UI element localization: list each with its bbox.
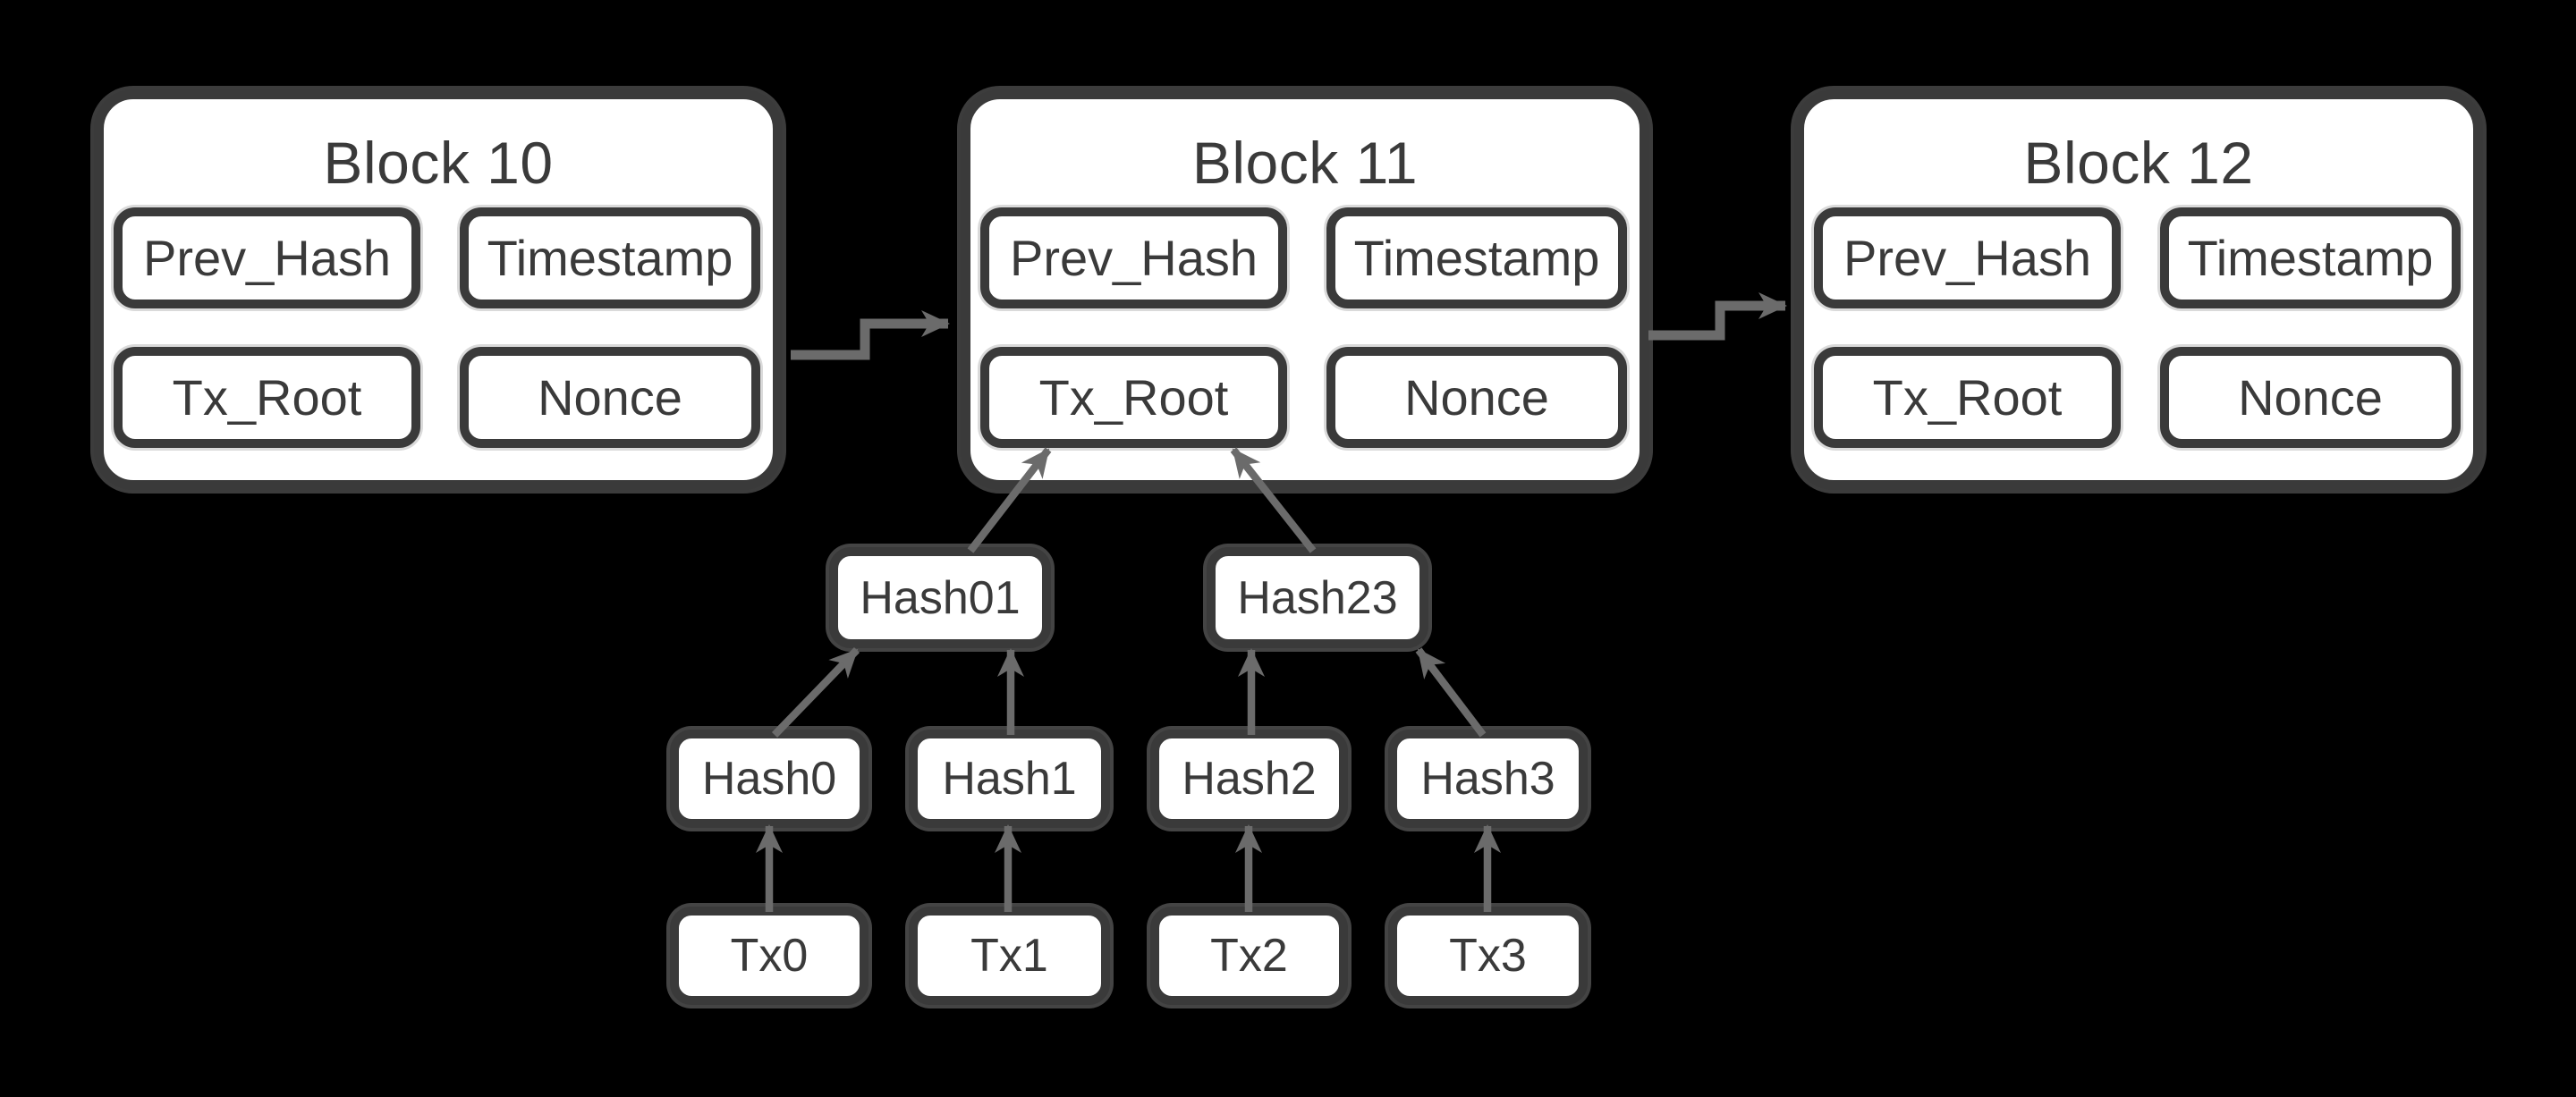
- field-prev-hash: Prev_Hash: [114, 207, 420, 308]
- arrow-hash3-to-hash23: [1415, 647, 1487, 738]
- arrow-block10-to-block11: [791, 310, 950, 360]
- merkle-node-hash1: Hash1: [909, 730, 1110, 828]
- block-title: Block 12: [2023, 130, 2254, 196]
- field-tx-root: Tx_Root: [114, 347, 420, 448]
- field-nonce: Nonce: [2160, 347, 2461, 448]
- merkle-node-tx1: Tx1: [909, 907, 1110, 1005]
- arrow-block11-to-block12: [1648, 292, 1787, 341]
- block-title: Block 11: [1191, 130, 1419, 196]
- field-timestamp: Timestamp: [2160, 207, 2461, 308]
- merkle-node-tx2: Tx2: [1150, 907, 1348, 1005]
- merkle-node-tx0: Tx0: [670, 907, 869, 1005]
- merkle-node-hash01: Hash01: [829, 547, 1051, 648]
- field-nonce: Nonce: [460, 347, 760, 448]
- field-prev-hash: Prev_Hash: [980, 207, 1287, 308]
- arrow-hash0-to-hash01: [771, 647, 860, 738]
- merkle-node-hash23: Hash23: [1207, 547, 1428, 648]
- merkle-node-hash2: Hash2: [1150, 730, 1348, 828]
- merkle-node-hash0: Hash0: [670, 730, 869, 828]
- block-11: Block 11 Prev_Hash Timestamp Tx_Root Non…: [961, 89, 1649, 490]
- block-12: Block 12 Prev_Hash Timestamp Tx_Root Non…: [1794, 89, 2483, 490]
- merkle-node-tx3: Tx3: [1388, 907, 1588, 1005]
- block-title: Block 10: [323, 130, 554, 196]
- field-tx-root: Tx_Root: [980, 347, 1287, 448]
- field-timestamp: Timestamp: [1326, 207, 1627, 308]
- field-timestamp: Timestamp: [460, 207, 760, 308]
- merkle-node-hash3: Hash3: [1388, 730, 1588, 828]
- field-nonce: Nonce: [1326, 347, 1627, 448]
- block-10: Block 10 Prev_Hash Timestamp Tx_Root Non…: [94, 89, 783, 490]
- field-tx-root: Tx_Root: [1814, 347, 2121, 448]
- field-prev-hash: Prev_Hash: [1814, 207, 2121, 308]
